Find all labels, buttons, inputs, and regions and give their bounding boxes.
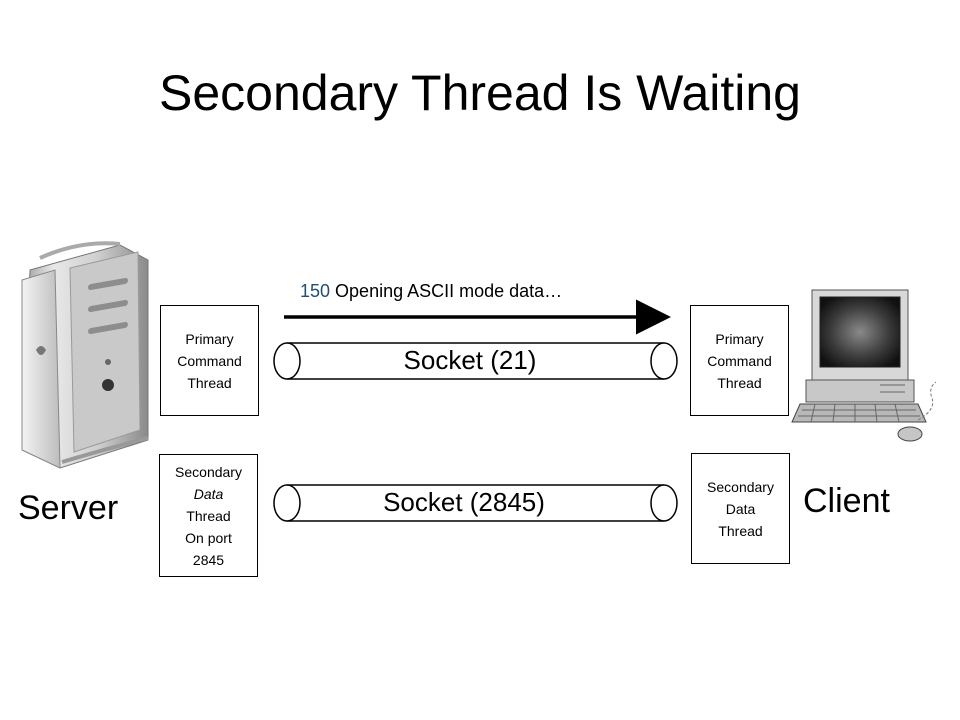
response-text: Opening ASCII mode data… bbox=[330, 281, 563, 301]
box-line: Data bbox=[193, 485, 224, 502]
box-line: Secondary bbox=[707, 478, 774, 495]
server-primary-command-thread-box: Primary Command Thread bbox=[160, 305, 259, 416]
box-line: Thread bbox=[186, 507, 231, 524]
response-code: 150 bbox=[300, 281, 331, 301]
socket-21-label: Socket (21) bbox=[403, 345, 537, 375]
socket-2845-pipe bbox=[273, 484, 678, 522]
box-line: Primary bbox=[185, 330, 234, 347]
client-label: Client bbox=[803, 482, 890, 520]
ftp-response-message: 150 Opening ASCII mode data… bbox=[300, 279, 562, 303]
box-line: On port bbox=[185, 529, 232, 546]
slide-title: Secondary Thread Is Waiting bbox=[159, 65, 801, 121]
box-line: Data bbox=[725, 500, 756, 517]
server-tower-icon bbox=[21, 241, 149, 469]
box-line: Command bbox=[177, 352, 242, 369]
box-line: Primary bbox=[715, 330, 764, 347]
server-label: Server bbox=[18, 489, 119, 527]
server-secondary-data-thread-box: Secondary Data Thread On port 2845 bbox=[159, 454, 258, 577]
box-line: Thread bbox=[717, 374, 762, 391]
socket-2845-label: Socket (2845) bbox=[383, 487, 545, 517]
desktop-computer-icon bbox=[791, 289, 937, 442]
socket-21-pipe bbox=[273, 342, 678, 380]
box-line: Secondary bbox=[175, 463, 242, 480]
box-line: Thread bbox=[187, 374, 232, 391]
box-line: Thread bbox=[718, 522, 763, 539]
box-line: Command bbox=[707, 352, 772, 369]
box-line: 2845 bbox=[192, 551, 225, 568]
client-primary-command-thread-box: Primary Command Thread bbox=[690, 305, 789, 416]
client-secondary-data-thread-box: Secondary Data Thread bbox=[691, 453, 790, 564]
